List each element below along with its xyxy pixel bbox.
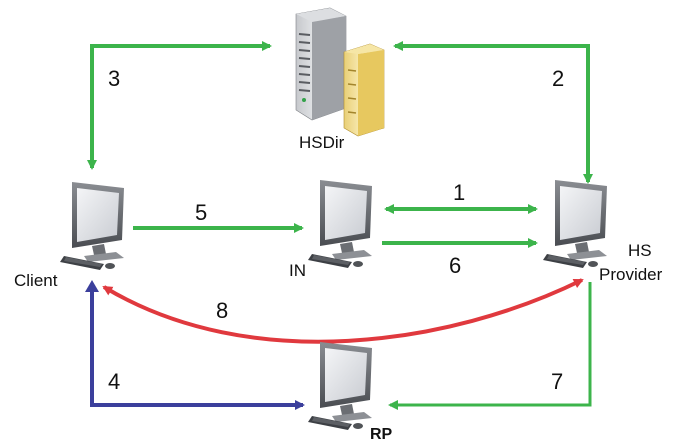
hsdir-storage-icon [343,43,385,137]
node-label-hs-line2: Provider [599,265,663,284]
step-label-2: 2 [552,66,564,91]
in-monitor-icon [308,180,372,268]
hsdir-server-icon [295,7,347,121]
node-label-rp: RP [370,426,393,443]
arrow-step-4-head-up [85,280,99,292]
node-label-client: Client [14,271,58,290]
step-label-8: 8 [216,298,228,323]
arrow-step-2 [393,41,593,184]
client-monitor-icon [60,182,124,270]
step-label-3: 3 [108,66,120,91]
rp-monitor-icon [308,342,372,430]
arrow-step-8 [102,278,584,344]
step-label-6: 6 [449,253,461,278]
arrow-step-7 [388,282,592,410]
arrow-step-4 [90,288,305,410]
node-label-hsdir: HSDir [299,133,345,152]
node-label-in: IN [289,261,306,280]
hs-monitor-icon [543,180,607,268]
node-label-hs-line1: HS [628,241,652,260]
arrow-step-3 [87,41,272,170]
step-label-5: 5 [195,200,207,225]
step-label-1: 1 [453,180,465,205]
step-label-7: 7 [551,369,563,394]
step-label-4: 4 [108,369,120,394]
